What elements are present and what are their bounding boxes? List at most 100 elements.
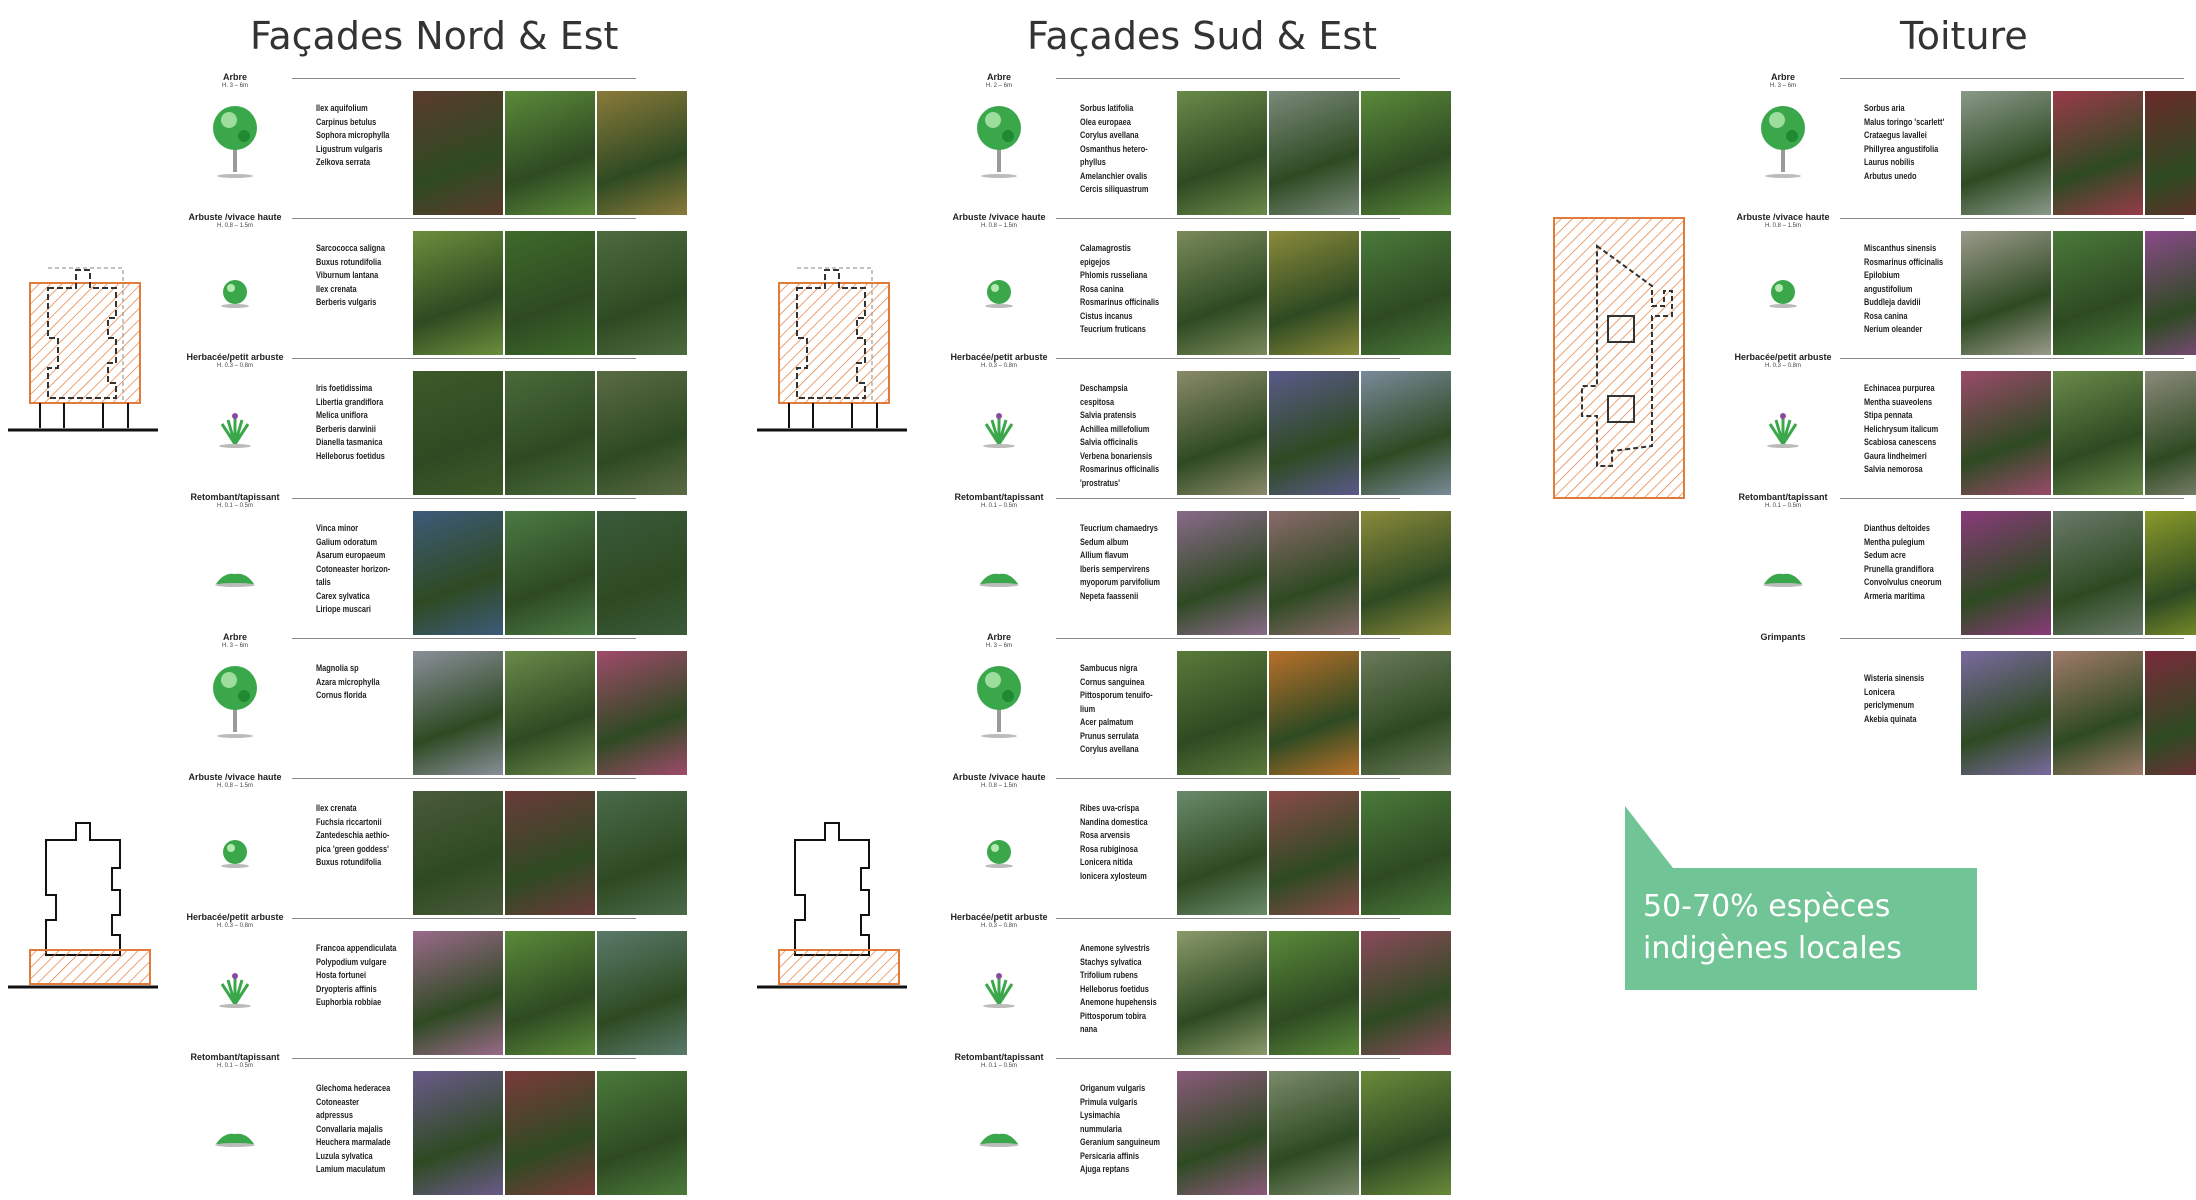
category-divider	[1840, 358, 2184, 359]
category-divider	[1840, 498, 2184, 499]
groundcover-icon	[964, 518, 1034, 603]
category-divider	[1056, 218, 1400, 219]
category-divider	[1056, 1058, 1400, 1059]
column-title-north-east: Façades Nord & Est	[250, 14, 619, 58]
shrub-icon	[1748, 238, 1818, 323]
category-name: Herbacée/petit arbuste	[186, 352, 284, 362]
badge-pointer	[1625, 806, 1673, 868]
plant-name: Verbena bonariensis	[1080, 450, 1153, 461]
plant-name: Lonicera periclymenum	[1864, 686, 1915, 711]
herb-icon	[200, 378, 270, 463]
plant-name: Iberis sempervirens	[1080, 563, 1150, 574]
plant-name: Berberis vulgaris	[316, 297, 377, 307]
plant-name: Amelanchier ovalis	[1080, 170, 1148, 181]
plant-name: Lonicera nitida	[1080, 857, 1133, 867]
plant-photo	[1960, 650, 2052, 776]
plant-photo	[504, 510, 596, 636]
plant-name: Azara microphylla	[316, 676, 380, 687]
plant-photo	[504, 650, 596, 776]
category-height: H. 3 – 6m	[221, 83, 248, 89]
groundcover-icon	[1748, 518, 1818, 603]
native-species-badge: 50-70% espèces indigènes locales	[1625, 868, 1977, 990]
herb-icon	[964, 938, 1034, 1023]
category-height: H. 0.8 – 1.5m	[216, 783, 254, 789]
plant-photo	[1176, 930, 1268, 1056]
plant-photo	[596, 930, 688, 1056]
badge-text: 50-70% espèces indigènes locales	[1643, 886, 1973, 970]
plant-photo	[2052, 230, 2144, 356]
plant-name: Galium odoratum	[316, 536, 378, 547]
category-height: H. 0.8 – 1.5m	[980, 223, 1018, 229]
building-diagram-upper-hatched-icon	[8, 267, 158, 432]
badge-line-2: indigènes locales	[1643, 931, 1902, 966]
plant-photo	[504, 230, 596, 356]
plant-name: Sedum acre	[1864, 550, 1906, 560]
plant-photo	[596, 370, 688, 496]
plant-photo	[1960, 90, 2052, 216]
plant-name: Corylus avellana	[1080, 744, 1139, 754]
plant-photo	[1176, 790, 1268, 916]
plant-name: Cornus sanguinea	[1080, 676, 1145, 687]
plant-name: Teucrium chamaedrys	[1080, 523, 1158, 533]
plant-name: Libertia grandiflora	[316, 396, 384, 407]
column-title-roof: Toiture	[1900, 14, 2028, 58]
plant-photo	[2144, 370, 2196, 496]
category-name: Retombant/tapissant	[190, 1052, 280, 1062]
plant-name: Euphorbia robbiae	[316, 997, 382, 1007]
herb-icon	[1748, 378, 1818, 463]
building-diagram-lower-hatched-icon	[8, 822, 158, 989]
plant-name: Glechoma hederacea	[316, 1083, 391, 1093]
category-label: Grimpants	[1728, 632, 1838, 642]
plant-photo	[2144, 90, 2196, 216]
plant-name: Iris foetidissima	[316, 383, 373, 393]
category-divider	[1056, 78, 1400, 79]
plant-photo	[504, 930, 596, 1056]
plant-name: Cornus florida	[316, 690, 367, 700]
tree-icon	[1748, 98, 1818, 183]
plant-photo	[596, 1070, 688, 1196]
plant-name: Francoa appendiculata	[316, 943, 397, 953]
plant-photo	[1960, 230, 2052, 356]
shrub-icon	[964, 238, 1034, 323]
plant-name: Corylus avellana	[1080, 130, 1139, 140]
plant-photo	[504, 90, 596, 216]
plant-photo	[1360, 370, 1452, 496]
plant-photo	[2144, 230, 2196, 356]
category-divider	[1840, 638, 2184, 639]
plant-name: Akebia quinata	[1864, 713, 1917, 724]
category-height: H. 0.3 – 0.8m	[1764, 363, 1802, 369]
groundcover-icon	[964, 1078, 1034, 1163]
plant-photo	[1176, 650, 1268, 776]
plant-name: Prunus serrulata	[1080, 730, 1139, 741]
tree-icon	[964, 98, 1034, 183]
plant-name: Allium flavum	[1080, 550, 1129, 560]
plant-name: Helleborus foetidus	[316, 450, 385, 461]
plant-photo	[1360, 790, 1452, 916]
category-height: H. 0.8 – 1.5m	[216, 223, 254, 229]
